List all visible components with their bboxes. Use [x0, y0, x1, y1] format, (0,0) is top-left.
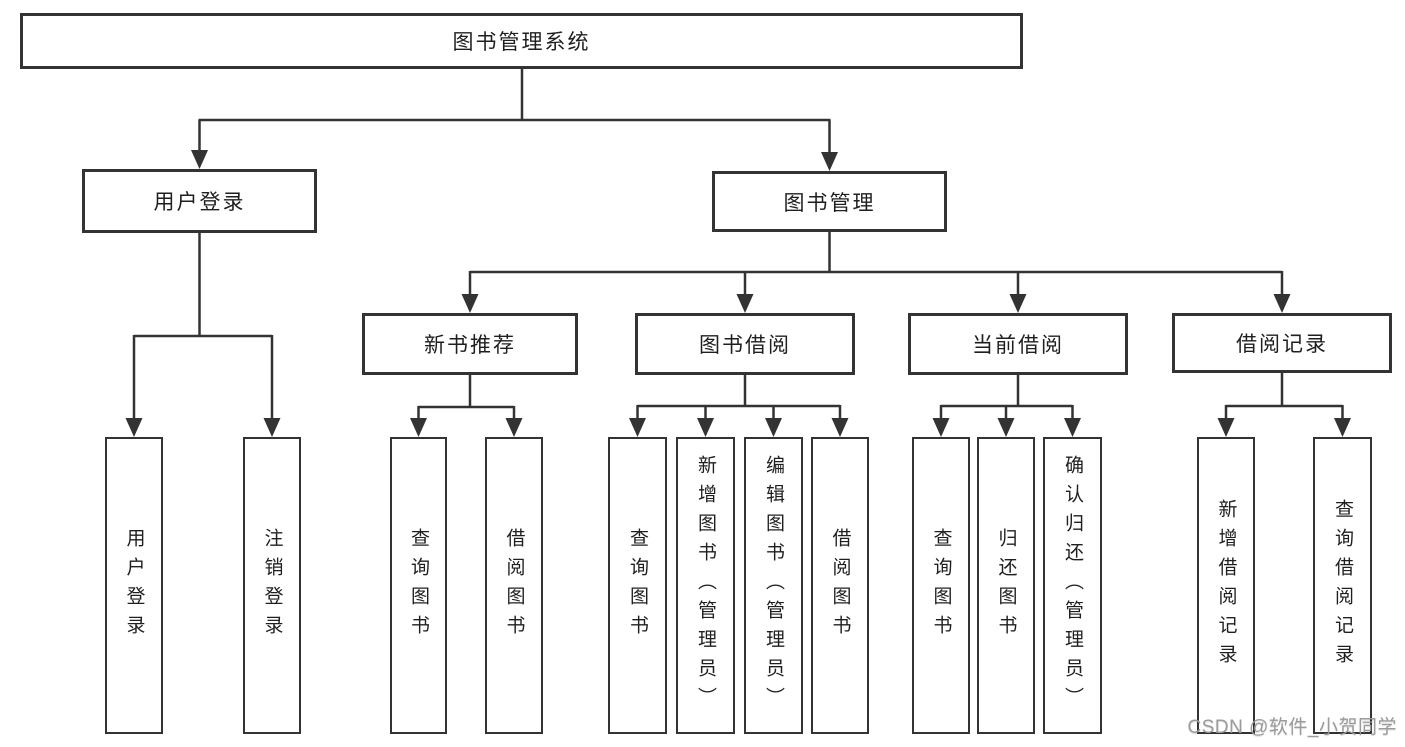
leaf-query-borrow-record: 查询借阅记录	[1313, 437, 1372, 734]
leaf-logout: 注销登录	[243, 437, 301, 734]
leaf-edit-books-admin: 编辑图书（管理员）	[744, 437, 803, 734]
node-book-management: 图书管理	[712, 171, 947, 232]
leaf-add-books-admin: 新增图书（管理员）	[676, 437, 735, 734]
leaf-confirm-return-admin: 确认归还（管理员）	[1043, 437, 1102, 734]
leaf-query-books-recommend: 查询图书	[390, 437, 447, 734]
leaf-borrow-books-recommend: 借阅图书	[485, 437, 543, 734]
node-user-login: 用户登录	[82, 169, 317, 233]
leaf-return-books: 归还图书	[977, 437, 1035, 734]
leaf-user-login: 用户登录	[105, 437, 163, 734]
leaf-query-books-current: 查询图书	[912, 437, 970, 734]
leaf-query-books-borrowing: 查询图书	[608, 437, 667, 734]
node-borrowing-records: 借阅记录	[1172, 313, 1392, 373]
node-book-borrowing: 图书借阅	[635, 313, 855, 375]
csdn-watermark: CSDN @软件_小贺同学	[1187, 717, 1397, 738]
leaf-add-borrow-record: 新增借阅记录	[1197, 437, 1255, 734]
node-new-book-recommendation: 新书推荐	[362, 313, 578, 375]
node-current-borrowing: 当前借阅	[908, 313, 1128, 375]
leaf-borrow-books: 借阅图书	[811, 437, 869, 734]
node-library-management-system: 图书管理系统	[20, 13, 1023, 69]
